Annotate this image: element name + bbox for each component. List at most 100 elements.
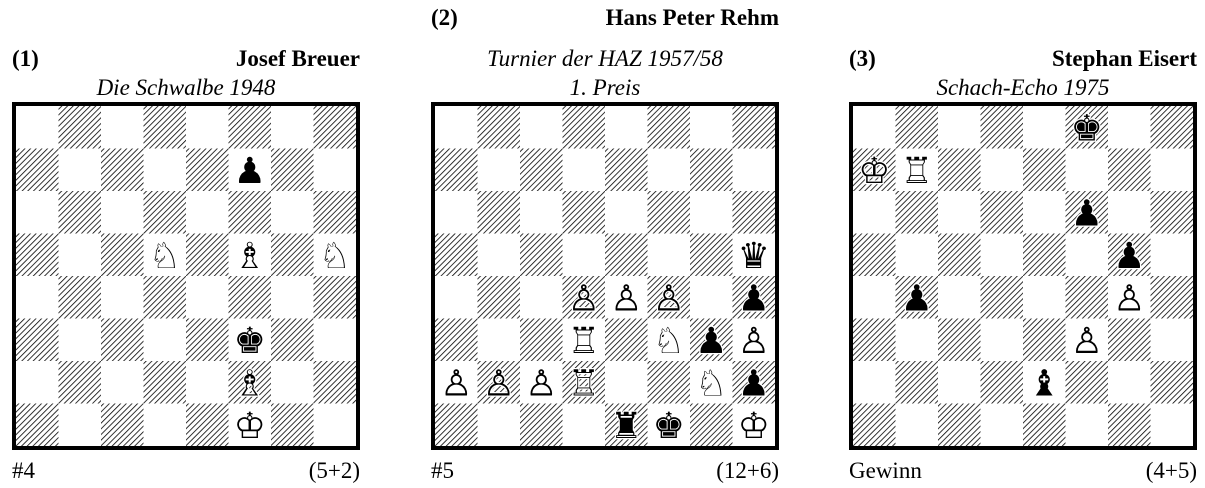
light-square	[478, 404, 521, 447]
light-square	[144, 149, 187, 192]
light-square	[59, 319, 102, 362]
dark-square	[314, 276, 357, 319]
dark-square	[938, 149, 981, 192]
light-square	[896, 234, 939, 277]
dark-square	[314, 191, 357, 234]
light-square	[1023, 106, 1066, 149]
white-king-icon: ♔	[858, 151, 890, 192]
light-square	[733, 149, 776, 192]
light-square	[605, 361, 648, 404]
problem-author: Hans Peter Rehm	[606, 5, 779, 31]
dark-square	[853, 319, 896, 362]
dark-square	[59, 361, 102, 404]
light-square	[1151, 234, 1194, 277]
white-rook-icon: ♖	[568, 363, 600, 404]
light-square	[435, 191, 478, 234]
light-square	[981, 234, 1024, 277]
black-king-icon: ♚	[653, 406, 685, 446]
dark-square	[520, 234, 563, 277]
piece-count: (4+5)	[1146, 458, 1197, 484]
dark-square	[1151, 106, 1194, 149]
light-square	[144, 319, 187, 362]
light-square	[690, 276, 733, 319]
light-square	[314, 149, 357, 192]
dark-square	[896, 191, 939, 234]
dark-square	[648, 191, 691, 234]
chessboard: ♚♔♖♟♟♟♙♙♝	[849, 102, 1197, 450]
black-pawn-icon: ♟	[901, 278, 933, 319]
problem-number: (1)	[12, 46, 39, 72]
dark-square	[16, 319, 59, 362]
dark-square	[101, 319, 144, 362]
white-bishop-icon: ♗	[234, 363, 266, 404]
dark-square	[563, 106, 606, 149]
light-square	[1108, 191, 1151, 234]
light-square	[520, 191, 563, 234]
white-pawn-icon: ♙	[610, 278, 642, 319]
dark-square	[435, 319, 478, 362]
white-rook-icon: ♖	[568, 321, 600, 362]
dark-square	[648, 106, 691, 149]
dark-square	[690, 404, 733, 447]
dark-square	[59, 191, 102, 234]
light-square	[16, 361, 59, 404]
dark-square	[1151, 361, 1194, 404]
dark-square	[101, 404, 144, 447]
light-square	[271, 276, 314, 319]
light-square	[981, 404, 1024, 447]
dark-square	[853, 404, 896, 447]
dark-square	[690, 234, 733, 277]
light-square	[1151, 149, 1194, 192]
dark-square	[16, 149, 59, 192]
light-square	[478, 319, 521, 362]
black-pawn-icon: ♟	[1071, 193, 1103, 234]
light-square	[314, 404, 357, 447]
dark-square	[853, 234, 896, 277]
light-square	[981, 319, 1024, 362]
light-square	[1023, 276, 1066, 319]
light-square	[648, 149, 691, 192]
white-pawn-icon: ♙	[525, 363, 557, 404]
dark-square	[144, 361, 187, 404]
light-square	[186, 191, 229, 234]
black-rook-icon: ♜	[610, 406, 642, 446]
white-king-icon: ♔	[738, 406, 770, 446]
problem-author: Josef Breuer	[236, 46, 360, 72]
light-square	[520, 276, 563, 319]
light-square	[59, 149, 102, 192]
light-square	[186, 361, 229, 404]
light-square	[563, 404, 606, 447]
chessboard-svg: ♛♙♙♙♟♖♘♟♙♙♙♙♖♘♟♜♚♔	[435, 106, 775, 446]
black-pawn-icon: ♟	[695, 321, 727, 362]
dark-square	[16, 234, 59, 277]
black-pawn-icon: ♟	[738, 278, 770, 319]
white-knight-icon: ♘	[653, 321, 685, 362]
dark-square	[605, 319, 648, 362]
light-square	[1151, 404, 1194, 447]
light-square	[853, 276, 896, 319]
light-square	[144, 404, 187, 447]
dark-square	[938, 319, 981, 362]
dark-square	[144, 106, 187, 149]
dark-square	[435, 234, 478, 277]
dark-square	[648, 361, 691, 404]
dark-square	[690, 149, 733, 192]
problem-award: 1. Preis	[431, 75, 779, 101]
dark-square	[520, 149, 563, 192]
dark-square	[101, 234, 144, 277]
white-pawn-icon: ♙	[483, 363, 515, 404]
white-pawn-icon: ♙	[1071, 321, 1103, 362]
dark-square	[1108, 404, 1151, 447]
light-square	[16, 106, 59, 149]
dark-square	[1066, 276, 1109, 319]
dark-square	[59, 106, 102, 149]
black-king-icon: ♚	[1071, 108, 1103, 149]
light-square	[853, 361, 896, 404]
stipulation: #5	[431, 458, 454, 484]
light-square	[605, 106, 648, 149]
stipulation: #4	[12, 458, 35, 484]
dark-square	[605, 234, 648, 277]
light-square	[938, 191, 981, 234]
light-square	[1066, 149, 1109, 192]
dark-square	[229, 106, 272, 149]
